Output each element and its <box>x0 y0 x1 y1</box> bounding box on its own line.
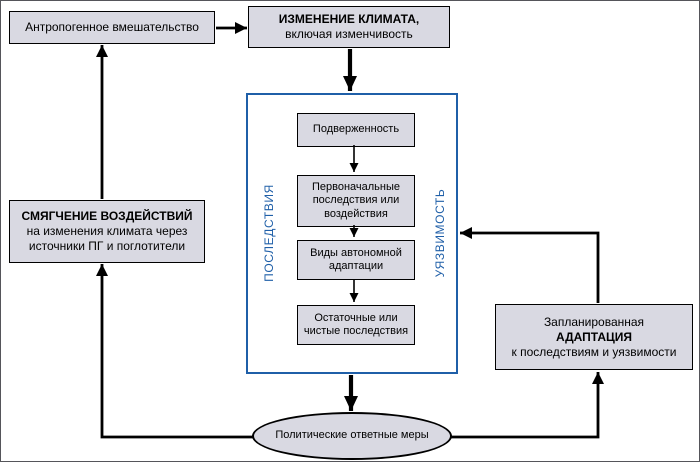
arrow-policy-to-adaptation <box>451 372 604 439</box>
initial-impacts-label: Первоначальные последствия или воздейств… <box>311 180 401 220</box>
adaptation-line1: Запланированная <box>543 314 645 329</box>
panel-right-label: УЯЗВИМОСТЬ <box>433 188 447 278</box>
box-planned-adaptation: Запланированная АДАПТАЦИЯ к последствиям… <box>495 304 693 370</box>
autonomous-adaptation-label: Виды автономной адаптации <box>310 246 402 272</box>
mitigation-subtitle: на изменения климата через источники ПГ … <box>26 224 188 253</box>
ellipse-policy-responses: Политические ответные меры <box>252 412 452 460</box>
mitigation-title: СМЯГЧЕНИЕ ВОЗДЕЙСТВИЙ <box>21 209 193 223</box>
box-residual-impacts: Остаточные или чистые последствия <box>297 305 415 345</box>
panel-left-label: ПОСЛЕДСТВИЯ <box>262 184 276 282</box>
box-anthropogenic-intervention: Антропогенное вмешательство <box>9 11 215 44</box>
panel-impacts-vulnerability: ПОСЛЕДСТВИЯ УЯЗВИМОСТЬ Подверженность Пе… <box>246 93 458 374</box>
box-exposure: Подверженность <box>297 113 415 147</box>
policy-responses-label: Политические ответные меры <box>275 429 429 442</box>
residual-impacts-label: Остаточные или чистые последствия <box>303 311 409 337</box>
box-mitigation: СМЯГЧЕНИЕ ВОЗДЕЙСТВИЙ на изменения клима… <box>9 200 205 263</box>
arrow-adaptation-to-panel <box>460 227 600 303</box>
box-climate-change: ИЗМЕНЕНИЕ КЛИМАТА, включая изменчивость <box>248 6 450 48</box>
climate-change-subtitle: включая изменчивость <box>285 27 413 41</box>
exposure-label: Подверженность <box>312 123 400 136</box>
adaptation-line3: к последствиям и уязвимости <box>511 344 677 359</box>
climate-change-title: ИЗМЕНЕНИЕ КЛИМАТА, <box>278 12 420 26</box>
box-autonomous-adaptation: Виды автономной адаптации <box>297 240 415 280</box>
adaptation-line2: АДАПТАЦИЯ <box>555 329 633 344</box>
arrow-policy-to-mitigation <box>96 264 253 439</box>
box-initial-impacts: Первоначальные последствия или воздейств… <box>297 175 415 227</box>
anthropogenic-label: Антропогенное вмешательство <box>25 20 199 34</box>
